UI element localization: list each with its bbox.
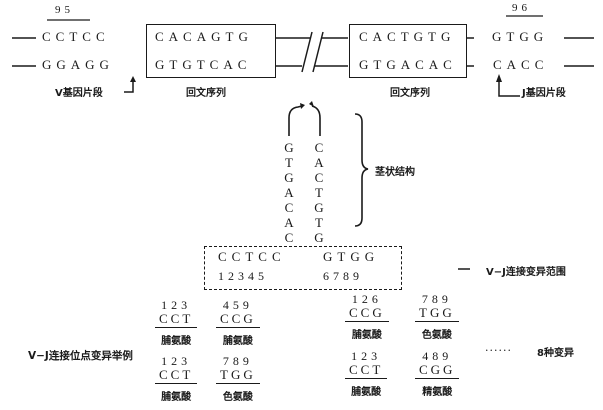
v-segment-label: V基因片段 [55, 88, 103, 99]
stem-structure-label: 茎状结构 [375, 167, 415, 178]
junction-j-positions: 6789 [323, 269, 363, 283]
junction-v-sequence: CCTCC [218, 249, 286, 264]
j-segment-label: J基因片段 [522, 88, 566, 99]
j-lower-sequence: CACC [493, 57, 549, 72]
v-upper-sequence: CCTCC [42, 29, 110, 44]
v-position-number: 95 [55, 4, 74, 16]
palindrome-box-1 [146, 24, 276, 78]
palindrome-label-2: 回文序列 [390, 88, 430, 99]
palindrome-1-lower: GTGTCAC [155, 57, 252, 72]
palindrome-box-2 [349, 24, 467, 78]
examples-label: V−J连接位点变异举例 [28, 350, 133, 362]
more-variants-label: 8种变异 [537, 348, 574, 359]
v-lower-sequence: GGAGG [42, 57, 114, 72]
junction-v-positions: 12345 [218, 269, 268, 283]
junction-j-sequence: GTGG [323, 249, 380, 264]
j-position-number: 96 [512, 2, 531, 14]
palindrome-1-upper: CACAGTG [155, 29, 253, 44]
palindrome-label-1: 回文序列 [186, 88, 226, 99]
palindrome-2-lower: GTGACAC [359, 57, 457, 72]
range-label: V−J连接变异范围 [486, 267, 566, 278]
palindrome-2-upper: CACTGTG [359, 29, 456, 44]
ellipsis: ······ [485, 344, 512, 357]
j-upper-sequence: GTGG [492, 29, 549, 44]
junction-box [204, 246, 402, 290]
